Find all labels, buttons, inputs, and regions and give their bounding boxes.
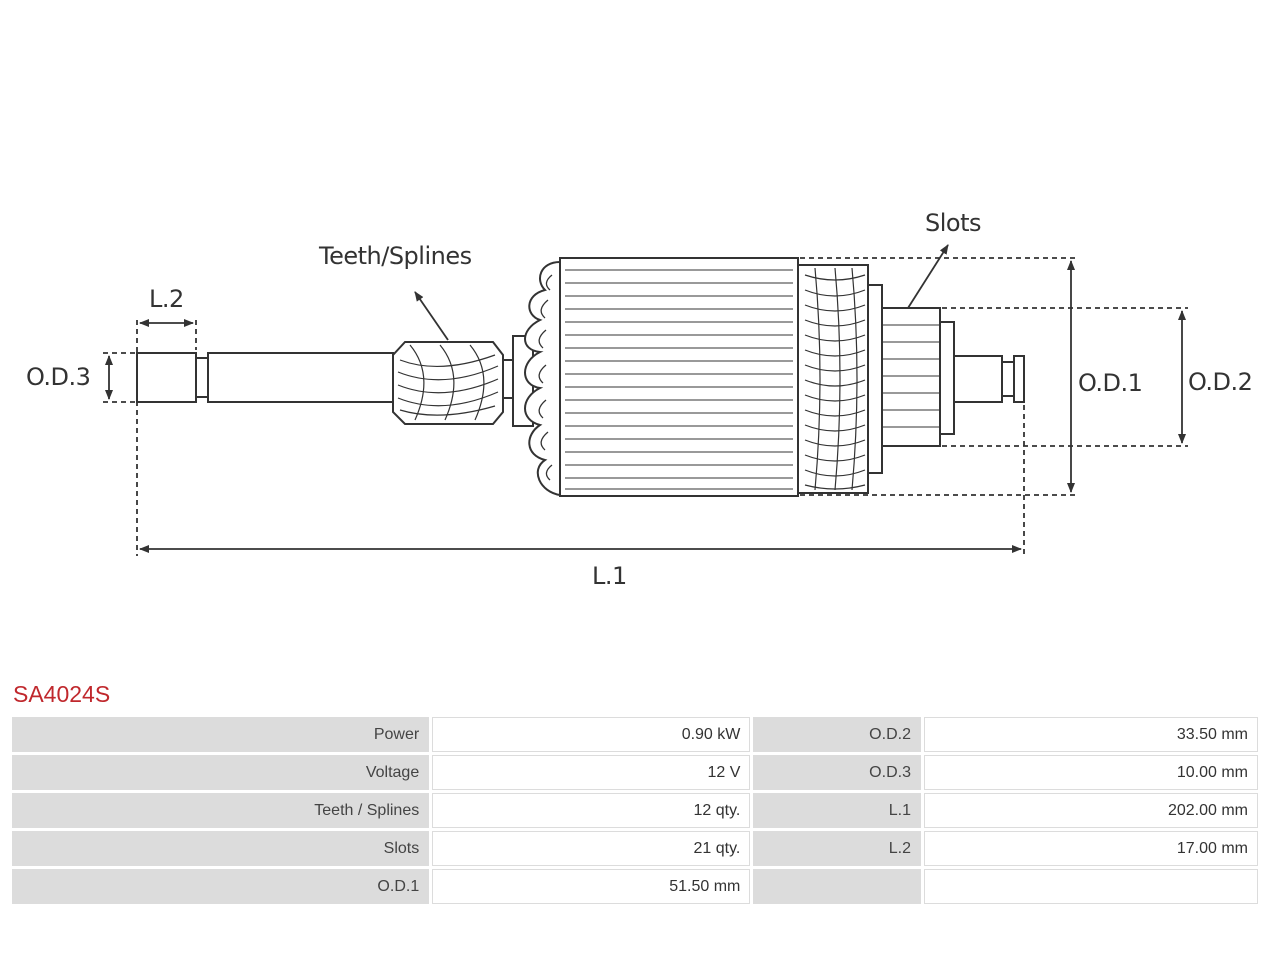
winding-rear (524, 261, 561, 496)
armature-core (559, 257, 799, 497)
spec-key: L.1 (753, 793, 921, 828)
spec-value: 10.00 mm (923, 755, 1258, 790)
spec-value: 21 qty. (432, 831, 751, 866)
label-l1: L.1 (592, 562, 627, 590)
label-l2: L.2 (149, 285, 184, 313)
spec-key: Teeth / Splines (12, 793, 430, 828)
table-row: Power 0.90 kW O.D.2 33.50 mm (12, 717, 1258, 752)
spec-value: 12 V (432, 755, 751, 790)
spec-key: Voltage (12, 755, 430, 790)
core-slots (565, 269, 793, 490)
label-od1: O.D.1 (1078, 369, 1142, 397)
spec-key: Power (12, 717, 430, 752)
spec-key: L.2 (753, 831, 921, 866)
table-row: Teeth / Splines 12 qty. L.1 202.00 mm (12, 793, 1258, 828)
dimension-lines (103, 244, 1188, 556)
spec-key: O.D.2 (753, 717, 921, 752)
spec-key (753, 869, 921, 904)
spec-value: 12 qty. (432, 793, 751, 828)
armature-diagram: Teeth/Splines Slots L.2 O.D.3 O.D.1 O.D.… (26, 209, 1253, 590)
table-row: O.D.1 51.50 mm (12, 869, 1258, 904)
label-od3: O.D.3 (26, 363, 90, 391)
part-number: SA4024S (13, 681, 111, 707)
spec-key: Slots (12, 831, 430, 866)
table-row: Voltage 12 V O.D.3 10.00 mm (12, 755, 1258, 790)
label-teeth-splines: Teeth/Splines (318, 242, 472, 270)
spec-value: 33.50 mm (923, 717, 1258, 752)
spec-value: 51.50 mm (432, 869, 751, 904)
label-od2: O.D.2 (1188, 368, 1252, 396)
winding-front (797, 264, 869, 494)
shaft-end (136, 352, 197, 403)
commutator (881, 307, 941, 447)
spec-value: 202.00 mm (923, 793, 1258, 828)
label-slots: Slots (925, 209, 981, 237)
spec-key: O.D.3 (753, 755, 921, 790)
spec-table: Power 0.90 kW O.D.2 33.50 mm Voltage 12 … (9, 714, 1261, 907)
rear-shaft (953, 355, 1003, 403)
spec-value (923, 869, 1258, 904)
spec-value: 17.00 mm (923, 831, 1258, 866)
spline-hatch (397, 344, 499, 421)
table-row: Slots 21 qty. L.2 17.00 mm (12, 831, 1258, 866)
spec-value: 0.90 kW (432, 717, 751, 752)
shaft (207, 352, 394, 403)
spec-key: O.D.1 (12, 869, 430, 904)
